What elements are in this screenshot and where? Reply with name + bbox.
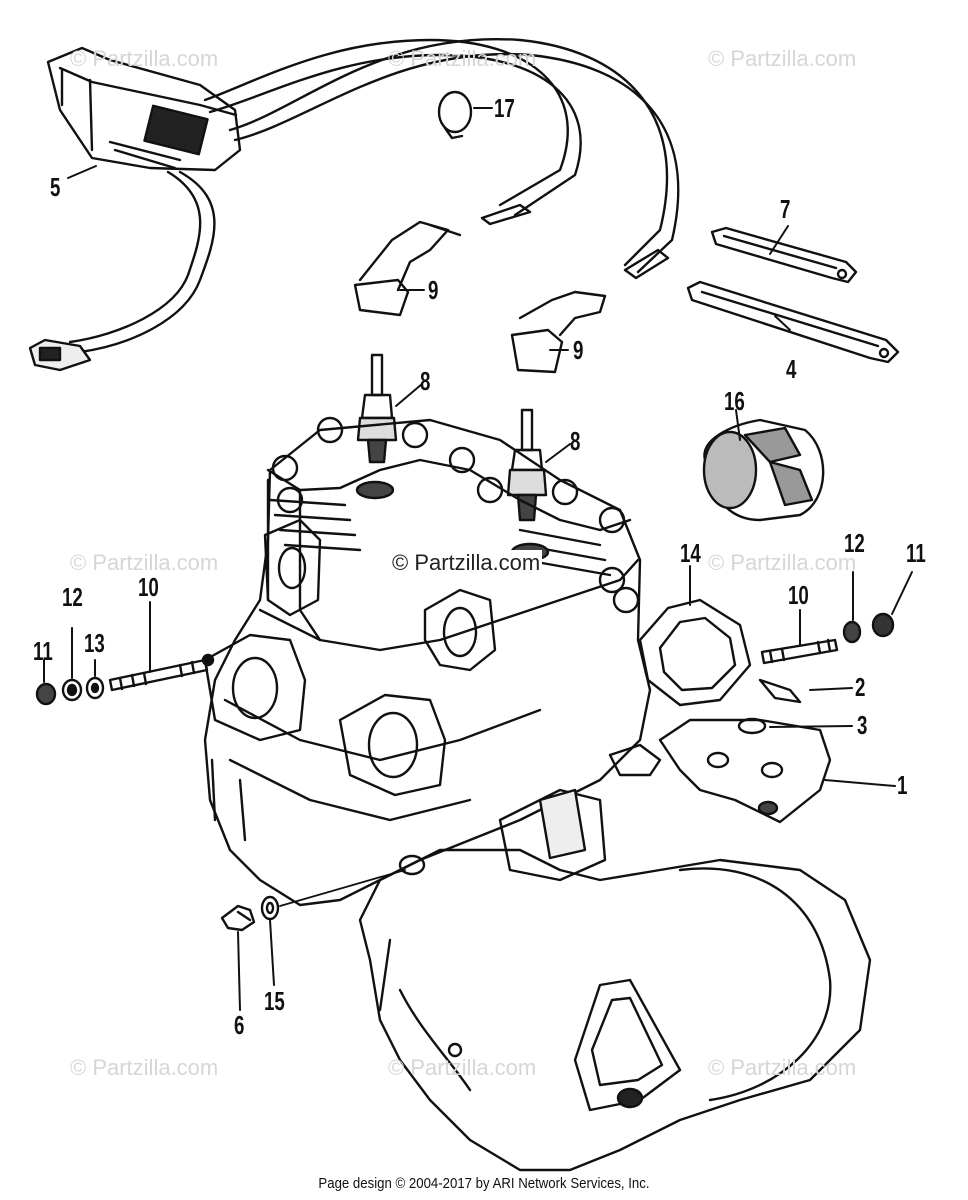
callout-label: 8: [420, 366, 431, 396]
callout-label: 4: [786, 354, 797, 384]
hose-clamp: [437, 90, 493, 140]
watermark: © Partzilla.com: [70, 46, 219, 71]
callout-label: 13: [84, 628, 105, 658]
watermark: © Partzilla.com: [388, 1055, 537, 1080]
page-footer: Page design © 2004-2017 by ARI Network S…: [318, 1175, 650, 1192]
spark-plug-left: [356, 353, 398, 464]
callout-label: 14: [680, 538, 701, 568]
ignition-coil: [46, 46, 242, 172]
crankcase: [358, 788, 872, 1172]
plug-cap-right: [510, 248, 670, 374]
callout-label: 9: [573, 335, 584, 365]
callout-label: 10: [138, 572, 159, 602]
callout-label: 12: [844, 528, 865, 558]
watermark: © Partzilla.com: [70, 550, 219, 575]
callout-label: 16: [724, 386, 745, 416]
callout-label: 8: [570, 426, 581, 456]
intake-flanges: [203, 518, 497, 797]
stud-left: [108, 658, 209, 692]
callout-label: 12: [62, 582, 83, 612]
callout-label: 15: [264, 986, 285, 1016]
right-fasteners: [842, 612, 895, 644]
bracket: [608, 678, 832, 824]
watermark: © Partzilla.com: [708, 1055, 857, 1080]
drain-plug: [220, 904, 256, 932]
watermark: © Partzilla.com: [708, 46, 857, 71]
callout-label: 1: [897, 770, 908, 800]
callout-label: 3: [857, 710, 868, 740]
plug-cap-left: [353, 203, 532, 317]
callout-label: 6: [234, 1010, 245, 1040]
callout-label: 11: [33, 636, 53, 666]
callout-label: 7: [780, 194, 791, 224]
callout-label: 9: [428, 275, 439, 305]
watermark-center: © Partzilla.com: [390, 550, 543, 576]
flange-gasket: [638, 598, 752, 707]
drain-washer: [260, 895, 280, 921]
engine-block: [201, 416, 652, 907]
strap-long: [686, 280, 900, 364]
leader-lines: [43, 165, 913, 1011]
stud-right: [760, 638, 839, 665]
watermark: © Partzilla.com: [70, 1055, 219, 1080]
head-bolts: [271, 416, 640, 614]
sleeve-part: [702, 418, 825, 522]
left-fasteners: [35, 676, 105, 706]
spark-plug-right: [506, 408, 548, 522]
watermark: © Partzilla.com: [388, 46, 537, 71]
callout-label: 10: [788, 580, 809, 610]
strap-short: [710, 226, 858, 284]
watermark: © Partzilla.com: [708, 550, 857, 575]
coil-wires: [28, 37, 680, 372]
callout-label: 17: [494, 93, 515, 123]
callout-label: 11: [906, 538, 926, 568]
callout-label: 2: [855, 672, 866, 702]
callout-label: 5: [50, 172, 61, 202]
